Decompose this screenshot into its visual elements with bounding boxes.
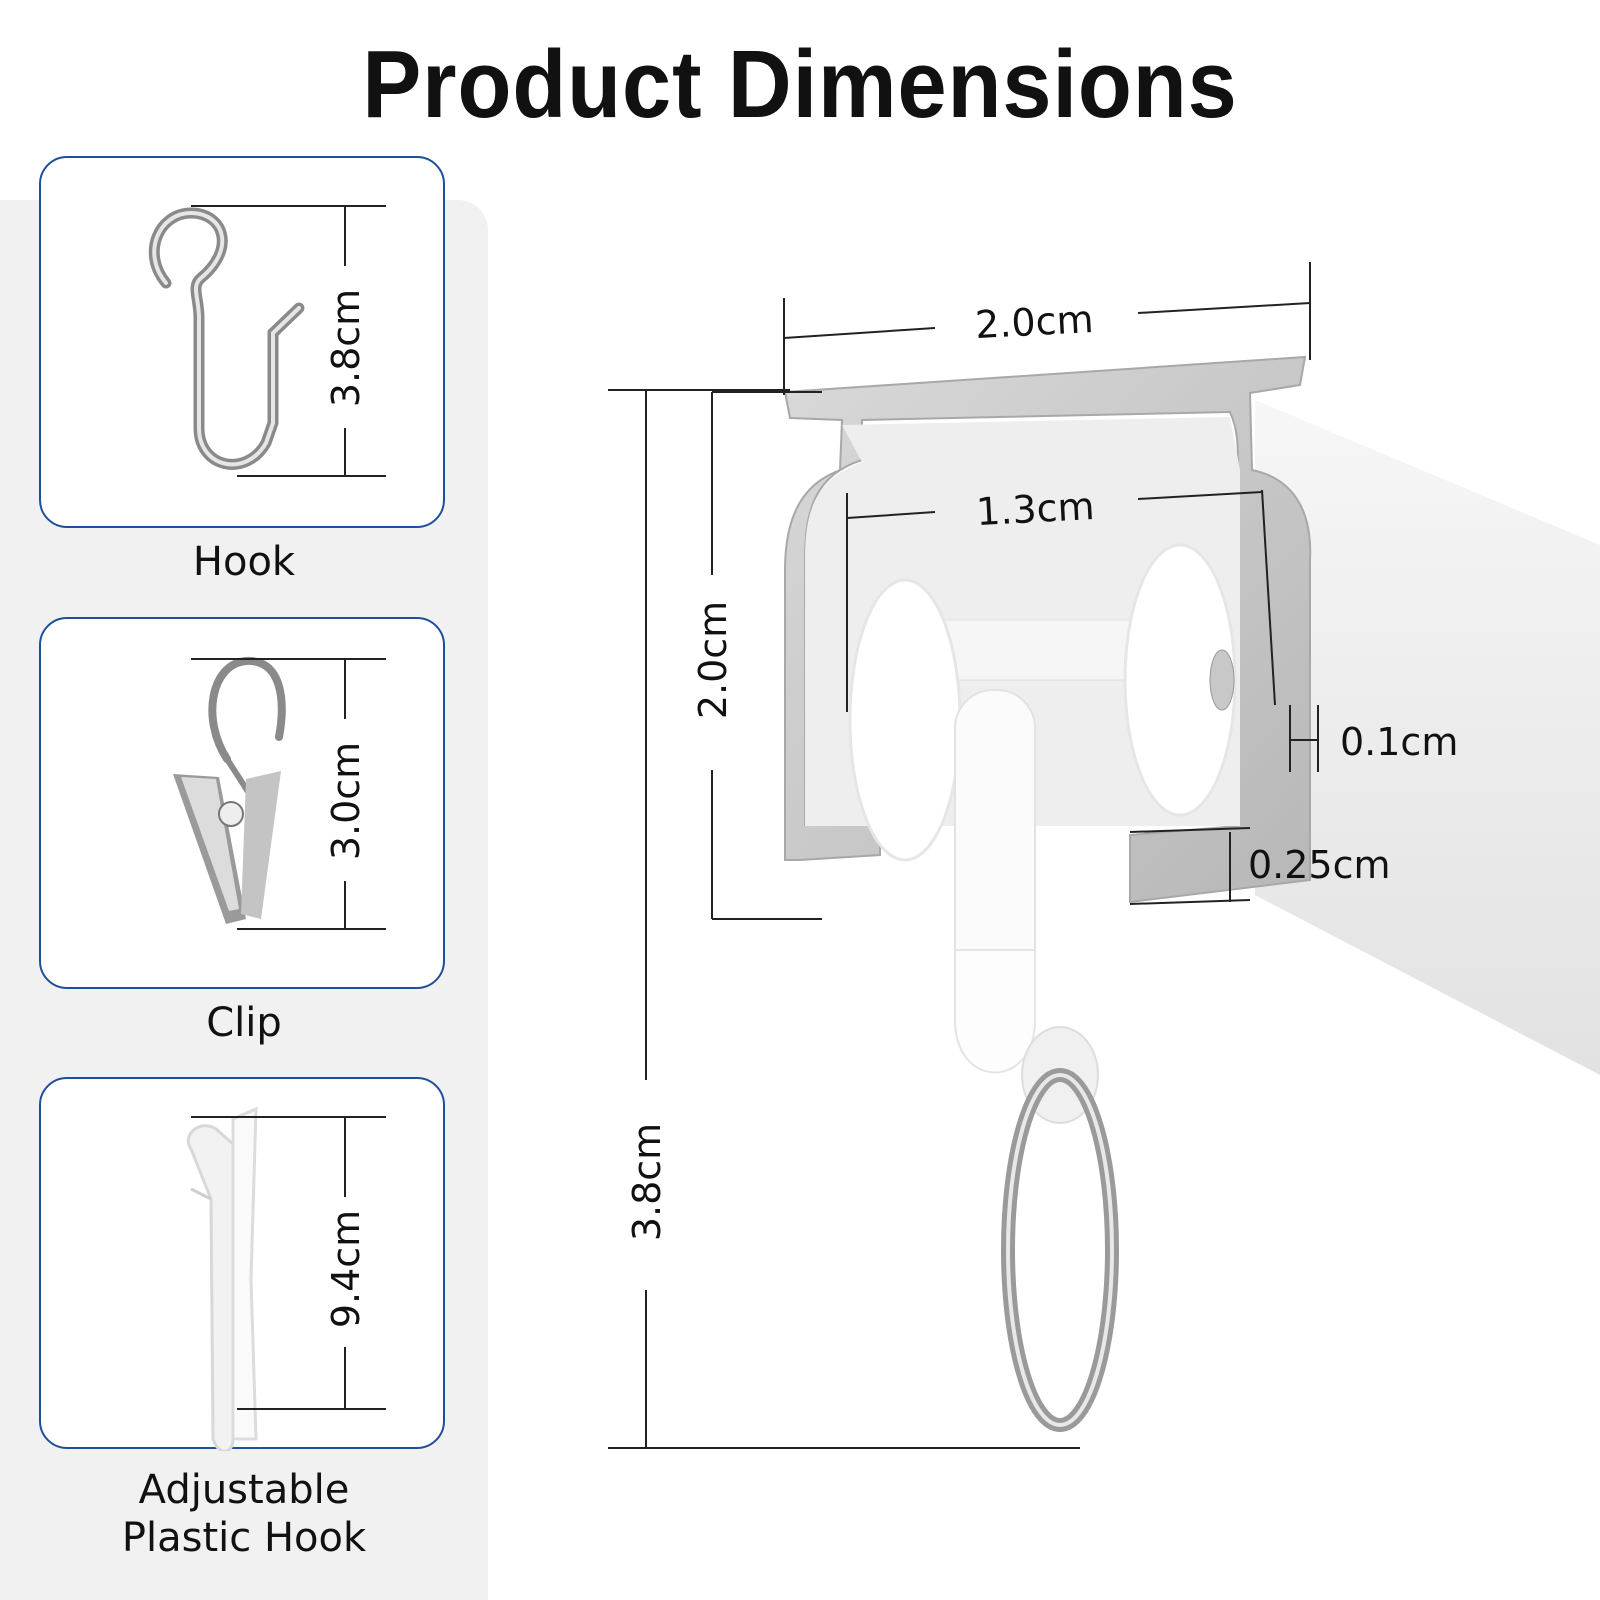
clip-dimension-label: 3.0cm (324, 742, 368, 860)
hook-card: 3.8cm (39, 156, 445, 528)
track-top-width-label: 2.0cm (974, 297, 1094, 347)
clip-card: 3.0cm (39, 617, 445, 989)
track-inner-width-label: 1.3cm (975, 484, 1095, 534)
hook-icon (148, 207, 305, 470)
track-dimension-labels: 2.0cm 1.3cm 2.0cm 0.1cm 0.25cm 3.8cm (625, 297, 1458, 1241)
plastic-hook-dimension-label: 9.4cm (324, 1210, 368, 1328)
track-dimension-lines (608, 262, 1319, 1449)
track-total-height-label: 3.8cm (625, 1123, 669, 1241)
clip-dimension-lines (191, 658, 386, 930)
plastic-hook-icon (187, 1106, 258, 1451)
hook-dimension-label: 3.8cm (324, 289, 368, 407)
hook-dimension-lines (191, 205, 386, 477)
track-roller (848, 543, 1237, 1124)
track-rail-body (1255, 380, 1600, 1075)
plastic-hook-dimension-lines (191, 1116, 386, 1410)
clip-label: Clip (206, 1000, 282, 1046)
plastic-hook-card: 9.4cm (39, 1077, 445, 1451)
track-wall-thickness-label: 0.1cm (1340, 720, 1458, 764)
track-inner-height-label: 2.0cm (691, 601, 735, 719)
track-lip-thickness-label: 0.25cm (1248, 843, 1391, 887)
clip-icon (173, 656, 286, 924)
plastic-hook-label: Adjustable Plastic Hook (121, 1467, 367, 1561)
page-title: Product Dimensions (362, 31, 1238, 138)
hook-label: Hook (192, 539, 296, 585)
